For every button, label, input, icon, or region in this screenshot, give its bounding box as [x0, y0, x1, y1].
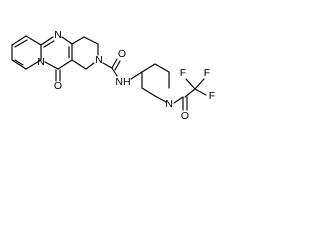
structure-svg: N N O N O NH N O F F F	[11, 29, 215, 122]
bond	[83, 36, 99, 45]
atom-label: N	[54, 29, 62, 41]
bond	[154, 95, 167, 103]
atom-label: O	[118, 48, 126, 60]
bond	[185, 78, 196, 90]
bond	[43, 40, 55, 48]
bond	[44, 61, 59, 70]
atom-label: O	[54, 80, 62, 92]
bond	[141, 63, 156, 73]
bond	[85, 62, 95, 70]
bond	[57, 59, 73, 70]
bond	[14, 59, 24, 66]
bond	[194, 78, 205, 90]
atom-label: F	[204, 67, 210, 79]
bond	[194, 88, 207, 96]
bond	[71, 59, 87, 70]
atom-label: F	[180, 67, 186, 79]
atom-label: NH	[115, 76, 130, 88]
bond	[111, 58, 118, 69]
bond	[173, 96, 184, 104]
bond	[130, 71, 143, 80]
bond	[111, 67, 118, 77]
bond	[11, 59, 27, 70]
atom-label: O	[181, 110, 189, 122]
bond	[154, 63, 170, 73]
bond	[102, 62, 113, 69]
bond	[141, 87, 156, 97]
bond	[14, 39, 28, 48]
atom-label: N	[165, 98, 173, 110]
bond	[61, 36, 73, 45]
atom-label: N	[37, 56, 45, 68]
atom-label: F	[209, 90, 215, 102]
bond	[25, 59, 42, 70]
atom-label: N	[95, 54, 103, 66]
bond	[184, 88, 196, 98]
bond	[11, 35, 27, 46]
bond	[25, 35, 42, 46]
bond	[114, 60, 121, 71]
molecule-diagram: N N O N O NH N O F F F	[0, 0, 225, 132]
bond	[71, 36, 85, 45]
bond	[40, 36, 54, 46]
